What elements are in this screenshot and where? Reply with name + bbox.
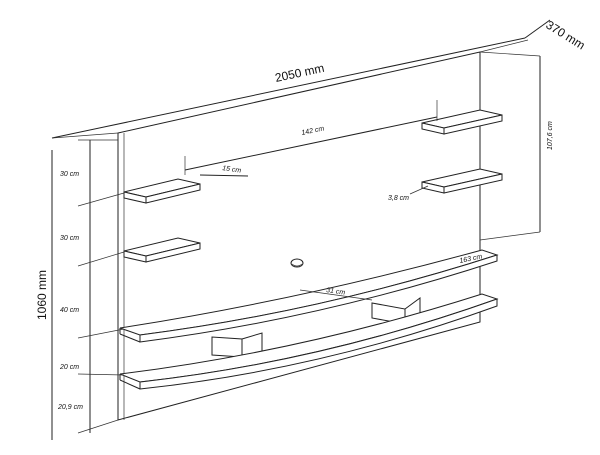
dim-shelf-gap: 3,8 cm: [388, 185, 429, 202]
label-right-height: 107,6 cm: [547, 121, 554, 150]
label-total-depth: 370 mm: [543, 18, 587, 53]
dim-shelf-spacing: 142 cm: [184, 100, 438, 175]
label-total-height: 1060 mm: [35, 270, 49, 320]
shelf-middle-left: [123, 237, 201, 263]
label-console-width: 163 cm: [459, 253, 483, 265]
label-seg-4: 20 cm: [59, 364, 79, 371]
shelf-top-left: [123, 178, 201, 204]
label-seg-1: 30 cm: [60, 171, 79, 178]
dim-right-height: 107,6 cm: [479, 51, 554, 241]
label-shelf-spacing: 142 cm: [301, 125, 325, 137]
console-bottom-shelf: [119, 293, 499, 390]
dim-left-segments: 30 cm 30 cm 40 cm 20 cm 20,9 cm: [57, 139, 125, 434]
dim-total-height: 1060 mm: [35, 150, 53, 440]
label-console-depth: 31 cm: [326, 287, 346, 297]
dim-console-depth: 31 cm: [299, 287, 373, 301]
cable-hole: [290, 258, 304, 268]
label-shelf-gap: 3,8 cm: [388, 195, 409, 202]
label-seg-5: 20,9 cm: [57, 404, 83, 411]
label-shelf-depth: 15 cm: [222, 165, 242, 175]
label-seg-3: 40 cm: [60, 307, 79, 314]
dim-shelf-depth: 15 cm: [199, 165, 249, 177]
label-seg-2: 30 cm: [60, 235, 79, 242]
console-top-shelf: [119, 249, 499, 343]
shelf-middle-right: [421, 168, 503, 194]
shelf-top-right: [421, 109, 503, 135]
dim-total-depth: 370 mm: [524, 18, 588, 53]
back-panel: [117, 51, 481, 421]
